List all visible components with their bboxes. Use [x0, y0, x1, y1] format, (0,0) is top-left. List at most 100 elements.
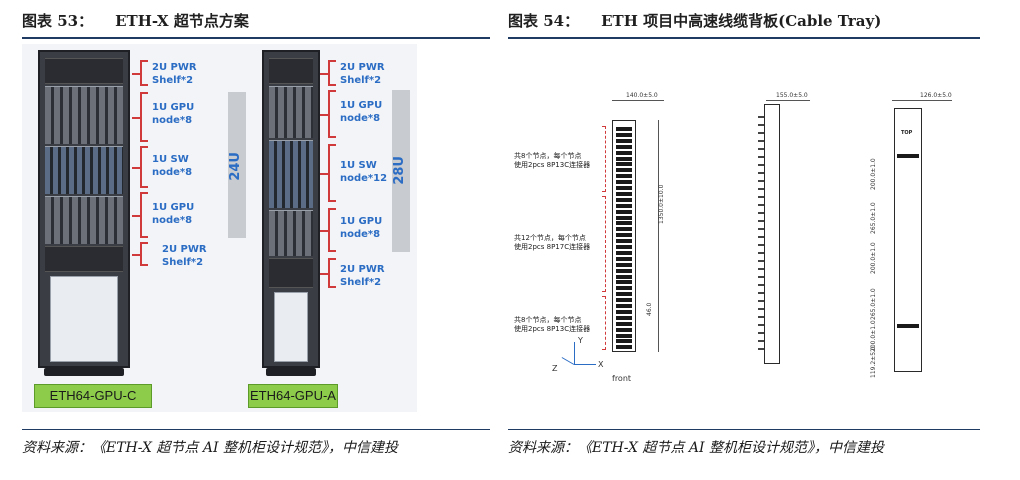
front-width-line: [612, 100, 664, 101]
connector-slot: [616, 156, 632, 161]
tray-note-1: 共8个节点，每个节点使用2pcs 8P13C连接器: [514, 152, 591, 170]
rack-c-gpu-bottom: [45, 196, 123, 244]
side-pin: [758, 268, 764, 270]
right-figure-title-text: ETH 项目中高速线缆背板(Cable Tray): [601, 12, 882, 30]
rack-a-height-bar: [392, 90, 410, 252]
connector-slot: [616, 144, 632, 149]
connector-slot: [616, 227, 632, 232]
connector-slot: [616, 150, 632, 155]
rack-c-gpu-top: [45, 86, 123, 144]
side-pin: [758, 220, 764, 222]
rack-c-bracket-3: [132, 146, 148, 188]
left-title-rule: [22, 37, 490, 39]
rack-c-bracket-4: [132, 192, 148, 238]
connector-slot: [616, 274, 632, 279]
connector-slot: [616, 298, 632, 303]
right-figure-source: 资料来源：《ETH-X 超节点 AI 整机柜设计规范》，中信建投: [508, 440, 884, 456]
rack-a-sw: [269, 140, 313, 208]
height-dim: 1350.0±10.0: [658, 184, 665, 224]
connector-slot: [616, 132, 632, 137]
front-width-dim: 140.0±5.0: [626, 92, 658, 99]
rack-a-bracket-4: [320, 208, 336, 252]
side-pin: [758, 260, 764, 262]
front-view-label: front: [612, 374, 632, 383]
rack-c-pwr-bottom: [45, 246, 123, 272]
right-figure-title: 图表 54：ETH 项目中高速线缆背板(Cable Tray): [508, 10, 881, 31]
connector-slot: [616, 327, 632, 332]
note-bracket-1: [602, 126, 606, 192]
connector-slot: [616, 268, 632, 273]
side-pin: [758, 244, 764, 246]
rack-c-feet: [44, 368, 124, 376]
top-label: TOP: [901, 130, 913, 136]
rack-a-base: [274, 292, 308, 362]
back-seg-dim-4: 265.0±1.0: [870, 288, 877, 320]
side-view-tray: [764, 104, 780, 364]
rack-a-model-tag: ETH64-GPU-A: [248, 384, 338, 408]
side-pin: [758, 228, 764, 230]
connector-slot: [616, 321, 632, 326]
right-title-rule: [508, 37, 980, 39]
side-pin: [758, 300, 764, 302]
note-bracket-3: [602, 296, 606, 350]
left-figure-source: 资料来源：《ETH-X 超节点 AI 整机柜设计规范》，中信建投: [22, 440, 398, 456]
connector-slot: [616, 168, 632, 173]
back-width-dim: 126.0±5.0: [920, 92, 952, 99]
left-source-rule: [22, 429, 490, 430]
side-pin: [758, 124, 764, 126]
connector-slot: [616, 245, 632, 249]
side-pin: [758, 188, 764, 190]
side-pin: [758, 140, 764, 142]
rack-a-bracket-5: [320, 258, 336, 288]
connector-slot: [616, 256, 632, 261]
axis-x-label: X: [598, 360, 604, 369]
side-pin: [758, 212, 764, 214]
connector-slot: [616, 221, 632, 226]
side-width-dim: 155.0±5.0: [776, 92, 808, 99]
side-pin: [758, 316, 764, 318]
back-seg-dim-1: 200.0±1.0: [870, 158, 877, 190]
side-pin: [758, 164, 764, 166]
rack-a-bracket-1: [320, 60, 336, 86]
side-pin: [758, 196, 764, 198]
tray-note-3: 共8个节点，每个节点使用2pcs 8P13C连接器: [514, 316, 591, 334]
right-figure-panel: 图表 54：ETH 项目中高速线缆背板(Cable Tray) 140.0±5.…: [505, 0, 1020, 480]
connector-slot: [616, 345, 632, 350]
side-pin: [758, 252, 764, 254]
height-dim-line: [658, 120, 659, 352]
connector-slot: [616, 174, 632, 179]
connector-slot: [616, 215, 632, 220]
side-pin: [758, 276, 764, 278]
connector-slot: [616, 239, 632, 244]
side-pin: [758, 148, 764, 150]
side-pin: [758, 132, 764, 134]
axis-z-label: Z: [552, 364, 558, 373]
rack-a-height-label: 28U: [392, 156, 407, 185]
axis-x-line: [574, 364, 596, 365]
rack-c-height-label: 24U: [228, 152, 243, 181]
connector-slot: [616, 127, 632, 131]
note-bracket-2: [602, 196, 606, 292]
right-source-rule: [508, 429, 980, 430]
connector-slot: [616, 339, 632, 344]
small-dim: 46.0: [646, 302, 653, 316]
side-pin: [758, 180, 764, 182]
left-figure-number: 图表 53：: [22, 12, 94, 30]
rack-a-gpu-bottom: [269, 210, 313, 256]
connector-slot: [616, 315, 632, 320]
back-slot-1: [897, 154, 919, 158]
rack-a-bracket-3: [320, 144, 336, 202]
rack-c-model-tag: ETH64-GPU-C: [34, 384, 152, 408]
rack-c-base: [50, 276, 118, 362]
front-view-tray: [612, 120, 636, 352]
rack-c-bracket-1: [132, 60, 148, 86]
connector-slot: [616, 162, 632, 167]
